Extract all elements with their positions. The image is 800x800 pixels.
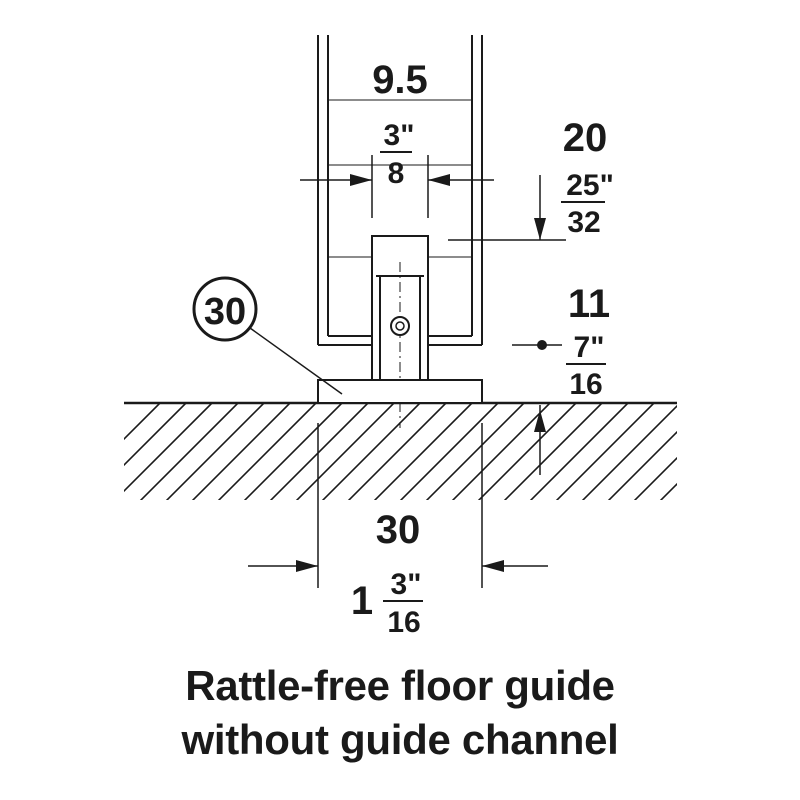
door-width-in-numerator: 3" [384,119,415,152]
hatch-line [451,403,551,500]
clearance-in-numerator: 7" [574,331,605,364]
callout-label: 30 [204,291,246,333]
hatch-line [243,403,343,500]
base-width-mm: 30 [376,508,421,552]
base-width-in-whole: 1 [351,579,373,623]
hatch-line [165,403,265,500]
height-in-denominator: 32 [567,206,600,239]
base-width-in-numerator: 3" [391,568,422,601]
arrow-right-icon [350,174,372,186]
floor-hatching [124,403,800,503]
hatch-line [139,403,239,500]
clearance-mm: 11 [568,282,610,326]
hatch-line [529,403,629,500]
hatch-line [399,403,499,500]
hatch-line [373,403,473,500]
height-mm: 20 [563,116,608,160]
hatch-line [124,403,187,467]
hatch-line [736,403,800,503]
height-in-numerator: 25" [566,169,614,202]
callout-leader [249,327,343,395]
caption-line-1: Rattle-free floor guide [185,662,615,709]
clearance-in-denominator: 16 [569,368,602,401]
hatch-line [659,482,677,500]
hatch-line [124,403,161,441]
door-panel [317,35,483,346]
hatch-line [124,403,213,493]
hatch-line [217,403,317,500]
hatch-line [321,403,421,500]
guide-block [371,235,429,381]
height-dimension-lines [448,175,566,241]
arrow-left-icon [482,560,504,572]
hatch-line [710,403,800,503]
hatch-line [503,403,603,500]
door-inner-lines [328,99,472,258]
hatch-line [684,403,784,503]
hatch-line [425,403,525,500]
hatch-line [555,403,655,500]
callout-circle [192,276,258,342]
hatch-line [191,403,291,500]
hatch-line [633,456,677,500]
arrow-up-icon [534,410,546,432]
hatch-line [788,403,800,503]
hatch-line [762,403,800,503]
hatch-line [295,403,395,500]
arrow-left-icon [428,174,450,186]
hatch-line [581,404,677,500]
hatch-line [347,403,447,500]
clearance-dimension-lines [512,344,562,475]
arrow-down-icon [534,218,546,240]
base-plate [317,379,483,404]
arrow-right-icon [296,560,318,572]
caption-line-2: without guide channel [181,716,619,763]
door-width-mm: 9.5 [372,58,428,102]
hatch-line [607,430,677,500]
hatch-line [477,403,577,500]
base-width-in-denominator: 16 [387,606,420,639]
dot-marker-icon [537,340,547,350]
screw-icon [390,316,410,336]
door-width-in-denominator: 8 [388,157,405,190]
